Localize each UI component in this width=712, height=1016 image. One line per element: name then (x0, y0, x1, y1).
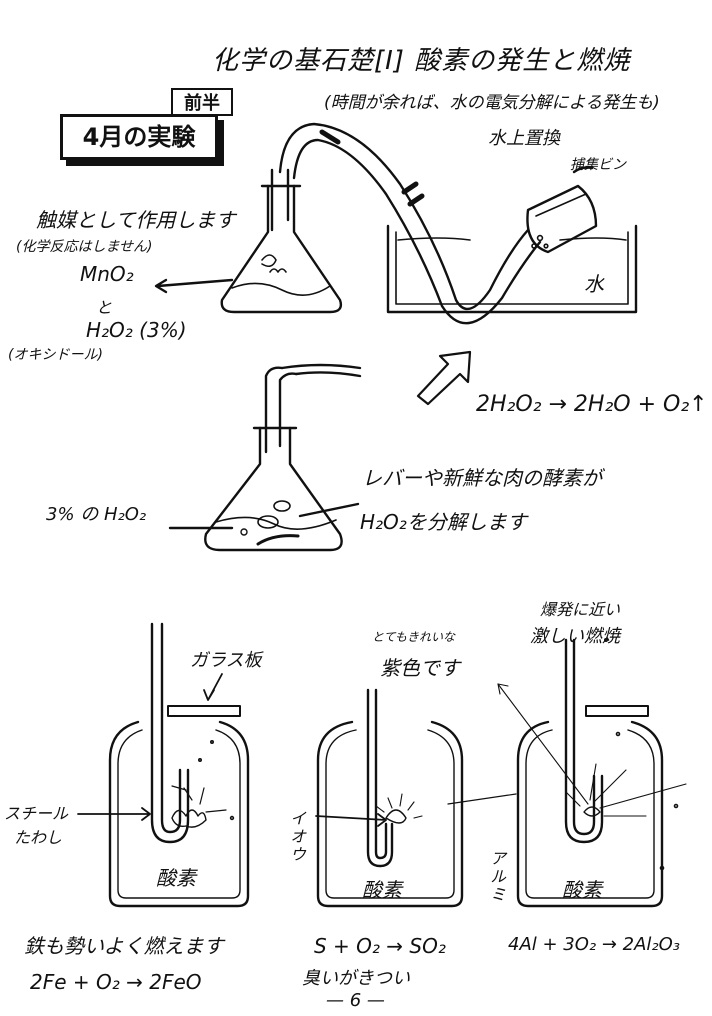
month-box: 4月の実験 (60, 114, 218, 160)
sulfur-note-2: 紫色です (380, 656, 460, 680)
page-title: 化学の基石楚[I] 酸素の発生と燃焼 (212, 46, 631, 76)
h2o2-label: H₂O₂ (3%) (86, 318, 187, 342)
oxygen-label-2: 酸素 (362, 878, 402, 902)
decomposition-equation: 2H₂O₂ → 2H₂O + O₂↑ (476, 392, 708, 417)
page-subtitle: (時間が余れば、水の電気分解による発生も) (324, 93, 660, 113)
jar-aluminum (497, 638, 687, 908)
mno2-label: MnO₂ (80, 262, 134, 286)
enzyme-note: レバーや新鮮な肉の酵素が (362, 466, 602, 490)
aluminum-note: 爆発に近い (540, 600, 621, 619)
tag-first-half: 前半 (171, 88, 233, 116)
aluminum-note-2: 激しい燃焼 (530, 626, 620, 647)
water-label: 水 (584, 272, 604, 296)
line-enzyme (298, 502, 360, 518)
steel-wool-label: スチール (4, 804, 69, 823)
and-label: と (96, 298, 113, 317)
jar-sulfur (315, 688, 464, 908)
h2o2-3pct-label: 3% の H₂O₂ (46, 504, 147, 525)
water-trough (386, 224, 638, 314)
sulfur-smell: 臭いがきつい (302, 968, 410, 989)
sulfur-note: とてもきれいな (372, 630, 456, 644)
catalyst-note: 触媒として作用します (36, 208, 236, 232)
steel-wool-label-2: たわし (14, 828, 63, 847)
sparks-aluminum (198, 637, 679, 871)
arrow-glass-plate (203, 673, 223, 701)
catalyst-subnote: (化学反応はしません) (16, 239, 153, 255)
oxygen-label-3: 酸素 (562, 878, 602, 902)
aluminum-label: アルミ (487, 850, 506, 904)
collecting-bottle (526, 166, 598, 254)
delivery-tube (278, 122, 542, 325)
iron-equation: 2Fe + O₂ → 2FeO (30, 970, 202, 994)
method-label: 水上置換 (488, 128, 560, 149)
sulfur-label: イオウ (287, 810, 306, 864)
jar-iron (77, 622, 250, 908)
bottle-label: 捕集ビン (570, 157, 626, 173)
aluminum-equation: 4Al + 3O₂ → 2Al₂O₃ (508, 934, 681, 955)
page-number: — 6 — (326, 990, 385, 1011)
enzyme-note-2: H₂O₂を分解します (360, 510, 527, 534)
sulfur-equation: S + O₂ → SO₂ (314, 934, 446, 958)
iron-note: 鉄も勢いよく燃えます (24, 934, 224, 958)
oxygen-label-1: 酸素 (156, 866, 196, 890)
erlenmeyer-flask-top (220, 168, 343, 314)
glass-plate-label: ガラス板 (190, 650, 262, 671)
oxydol-label: (オキシドール) (8, 347, 103, 363)
arrow-catalyst (154, 278, 234, 294)
erlenmeyer-flask-liver (204, 363, 362, 552)
spark-line-2 (447, 793, 517, 805)
arrow-reaction (416, 350, 472, 406)
